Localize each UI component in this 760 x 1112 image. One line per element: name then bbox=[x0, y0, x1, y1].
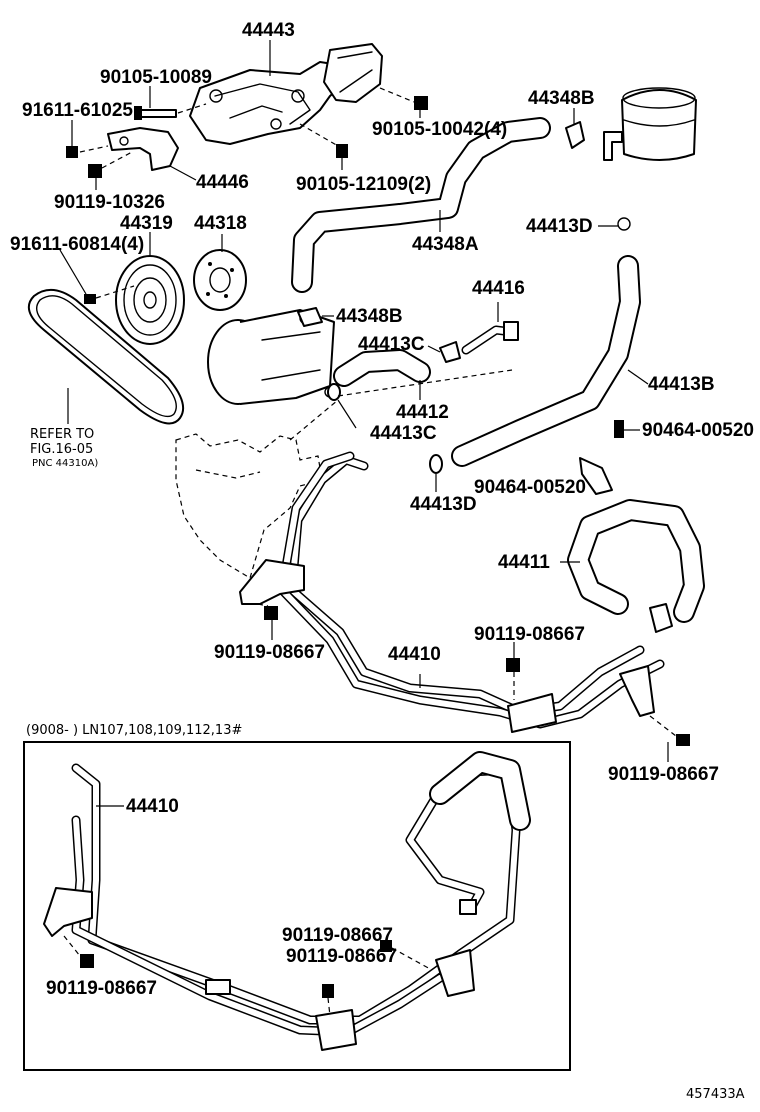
inset-label-bolt-mid-1: 90119-08667 bbox=[282, 925, 393, 946]
drive-belt-drawing bbox=[27, 289, 184, 425]
clip-44413c-a-drawing bbox=[427, 341, 461, 363]
bolt-91611-60814-drawing bbox=[59, 249, 135, 304]
label-44319: 44319 bbox=[120, 213, 173, 234]
label-44412: 44412 bbox=[396, 402, 449, 423]
label-90119-08667-a: 90119-08667 bbox=[214, 642, 325, 663]
bolt-91611-61025-drawing bbox=[66, 120, 78, 158]
hose-44412-drawing bbox=[333, 349, 431, 400]
label-90119-08667-c: 90119-08667 bbox=[608, 764, 719, 785]
bolt-08667-c-drawing bbox=[649, 715, 690, 762]
label-90105-12109: 90105-12109(2) bbox=[296, 174, 431, 195]
inset-tube-drawing bbox=[43, 751, 531, 1051]
label-44348b-mid: 44348B bbox=[336, 306, 403, 327]
clamp-44348b-top-drawing bbox=[565, 108, 585, 149]
inset-bolt-left-drawing bbox=[63, 935, 94, 968]
inset-label-bolt-mid-2: 90119-08667 bbox=[286, 946, 397, 967]
label-44413d-bot: 44413D bbox=[410, 494, 477, 515]
label-90464-00520-a: 90464-00520 bbox=[642, 420, 754, 441]
label-44413d-top: 44413D bbox=[526, 216, 593, 237]
label-91611-60814: 91611-60814(4) bbox=[10, 234, 144, 255]
inset-bolt-mid-drawing bbox=[322, 940, 433, 1017]
inset-range-note: (9008- ) LN107,108,109,112,13# bbox=[26, 723, 242, 738]
belt-note-line3: PNC 44310A) bbox=[32, 458, 98, 469]
clip-44413d-bot-drawing bbox=[429, 454, 443, 492]
inset-label-44410: 44410 bbox=[126, 796, 179, 817]
bolt-08667-b-drawing bbox=[506, 642, 520, 700]
pulley-44319-drawing bbox=[115, 232, 185, 345]
bolt-90105-10089-drawing bbox=[134, 103, 207, 120]
label-90464-00520-b: 90464-00520 bbox=[474, 477, 586, 498]
label-44416: 44416 bbox=[472, 278, 525, 299]
label-44413b: 44413B bbox=[648, 374, 715, 395]
label-90119-10326: 90119-10326 bbox=[54, 192, 165, 213]
label-44411: 44411 bbox=[498, 552, 550, 573]
label-44318: 44318 bbox=[194, 213, 247, 234]
clip-44413c-b-drawing bbox=[327, 383, 357, 429]
label-44443: 44443 bbox=[242, 20, 295, 41]
inset-label-bolt-left: 90119-08667 bbox=[46, 978, 157, 999]
label-90119-08667-b: 90119-08667 bbox=[474, 624, 585, 645]
hose-44413b-drawing bbox=[451, 255, 649, 467]
pressure-hose-44411-drawing bbox=[560, 499, 705, 633]
clamp-44348b-mid-drawing bbox=[297, 307, 334, 327]
label-44446: 44446 bbox=[196, 172, 249, 193]
label-90105-10089: 90105-10089 bbox=[100, 67, 212, 88]
belt-note-line2: FIG.16-05 bbox=[30, 442, 93, 457]
label-44410: 44410 bbox=[388, 644, 441, 665]
pump-body-drawing bbox=[207, 309, 336, 405]
figure-id: 457433A bbox=[686, 1087, 745, 1102]
label-44348a: 44348A bbox=[412, 234, 479, 255]
label-44348b-top: 44348B bbox=[528, 88, 595, 109]
inset-frame bbox=[23, 741, 571, 1071]
clip-90464-b-drawing bbox=[579, 457, 613, 495]
bolt-90105-10042-drawing bbox=[379, 87, 428, 118]
label-44413c-a: 44413C bbox=[358, 334, 425, 355]
label-91611-61025: 91611-61025 bbox=[22, 100, 133, 121]
stay-44446-drawing bbox=[79, 127, 197, 181]
bolt-90105-12109-drawing bbox=[299, 123, 348, 170]
belt-note-line1: REFER TO bbox=[30, 427, 94, 442]
label-90105-10042: 90105-10042(4) bbox=[372, 119, 507, 140]
pump-bracket-drawing bbox=[189, 43, 383, 145]
bolt-90119-10326-drawing bbox=[88, 151, 133, 190]
clip-90464-a-drawing bbox=[614, 420, 640, 438]
label-44413c-b: 44413C bbox=[370, 423, 437, 444]
clip-44413d-top-drawing bbox=[598, 217, 631, 231]
union-44416-drawing bbox=[461, 302, 519, 355]
plate-44318-drawing bbox=[193, 234, 247, 311]
reservoir-drawing bbox=[603, 87, 697, 161]
tube-44410-upper-drawing bbox=[239, 451, 665, 733]
return-hose-44348a-drawing bbox=[291, 117, 551, 293]
bolt-08667-a-drawing bbox=[257, 603, 278, 640]
